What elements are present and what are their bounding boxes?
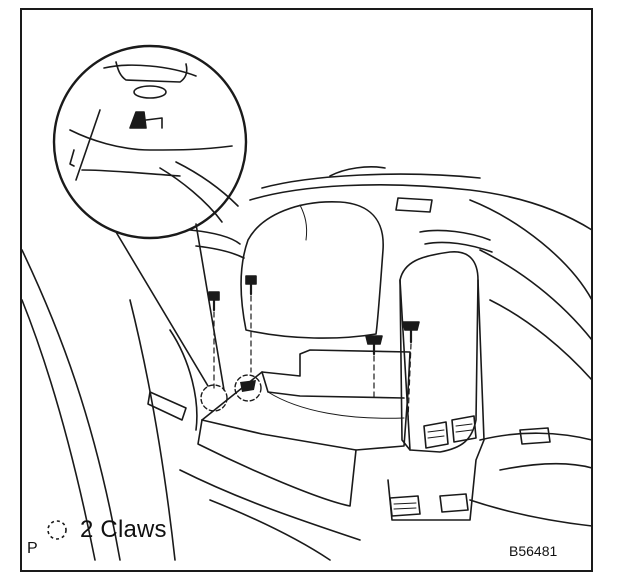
claw-marker-1	[200, 384, 228, 412]
headrest	[240, 201, 384, 339]
bolt-icon	[402, 321, 420, 421]
claw-markers	[200, 374, 262, 412]
figure-id: B56481	[509, 543, 558, 559]
bolts	[208, 275, 420, 421]
console-tray	[197, 349, 411, 507]
dashed-circle-claw-icon	[47, 520, 67, 540]
legend: 2 Claws	[44, 516, 167, 544]
claw-marker-2	[234, 374, 262, 402]
detail-callout	[52, 44, 248, 391]
bolt-icon	[208, 291, 220, 389]
console-box	[387, 251, 485, 521]
corner-letter: P	[27, 540, 38, 557]
bolt-icon	[245, 275, 257, 373]
bolt-icon	[365, 335, 383, 401]
legend-label: 2 Claws	[80, 516, 167, 543]
figure-frame	[20, 8, 593, 572]
car-interior-lines	[21, 166, 593, 561]
